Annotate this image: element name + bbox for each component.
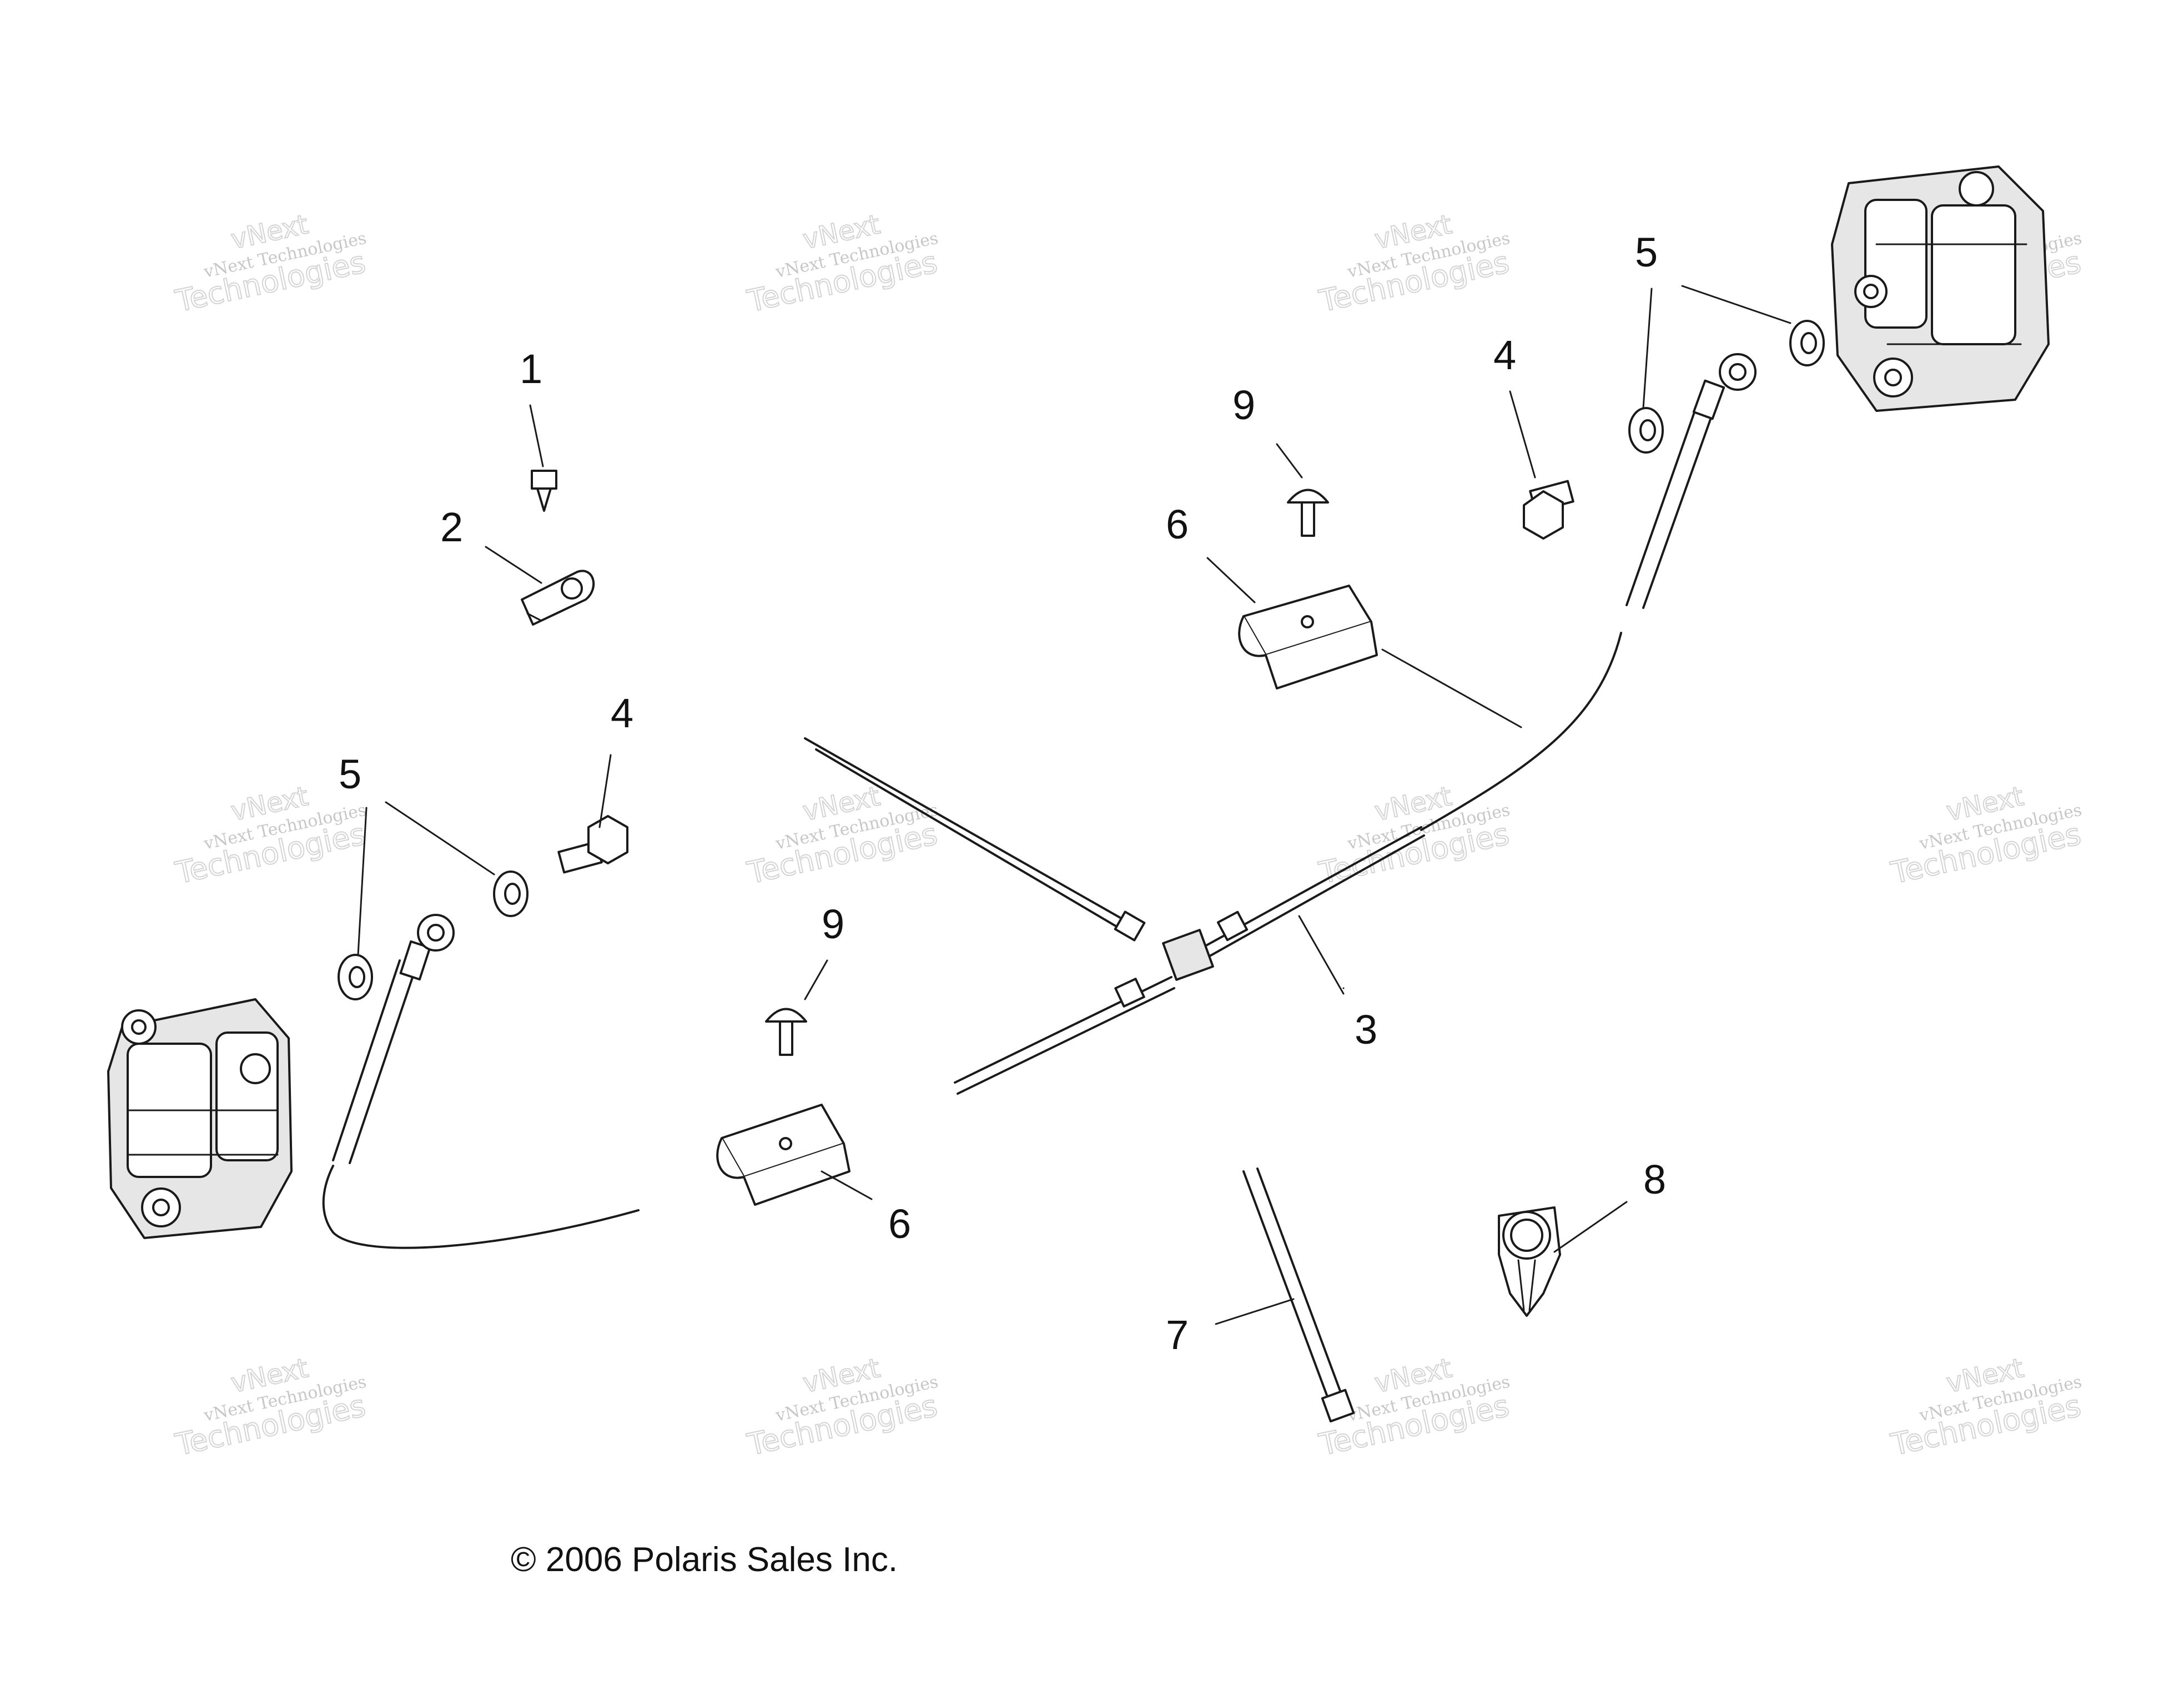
- callout-6: 6: [1166, 501, 1189, 547]
- leader-lines: [357, 285, 1792, 1325]
- hose-ferrule: [399, 940, 431, 981]
- callout-4: 4: [1493, 332, 1516, 378]
- cable-tie: [1242, 1167, 1355, 1423]
- callouts: 1 2 3 4 4 5 5 6 6 7 8 9 9: [339, 229, 1666, 1358]
- callout-8: 8: [1643, 1156, 1666, 1202]
- banjo-fitting: [1719, 353, 1757, 391]
- callout-7: 7: [1166, 1312, 1189, 1358]
- ferrule: [1114, 910, 1146, 942]
- watermark: vNext vNext Technologies Technologies: [743, 1352, 940, 1463]
- callout-9: 9: [822, 901, 844, 947]
- watermark: vNext vNext Technologies Technologies: [743, 780, 940, 891]
- ferrule: [1216, 910, 1249, 942]
- brake-caliper-left: [107, 998, 293, 1239]
- hose-ferrule: [1692, 379, 1725, 420]
- callout-1: 1: [520, 346, 542, 392]
- tee-fitting: [1162, 929, 1214, 981]
- bracket-lower: [716, 1104, 851, 1206]
- banjo-bolt-upper: [1523, 480, 1574, 540]
- callout-3: 3: [1355, 1007, 1377, 1053]
- washer: [1628, 407, 1664, 454]
- screw-lower: [765, 1008, 807, 1056]
- watermark: vNext vNext Technologies Technologies: [172, 1352, 369, 1463]
- copyright-text: © 2006 Polaris Sales Inc.: [511, 1541, 898, 1579]
- watermark: vNext vNext Technologies Technologies: [743, 208, 940, 319]
- callout-4: 4: [611, 690, 633, 736]
- screw-top-left: [531, 470, 557, 512]
- washer: [493, 870, 529, 917]
- callout-6: 6: [888, 1201, 911, 1247]
- washer: [1789, 320, 1825, 366]
- watermark-layer: vNext vNext Technologies Technologies vN…: [172, 208, 2084, 1463]
- watermark: vNext vNext Technologies Technologies: [1887, 1352, 2084, 1463]
- brake-caliper-right: [1831, 165, 2050, 412]
- bracket-upper: [1238, 585, 1378, 690]
- callout-2: 2: [440, 504, 463, 550]
- watermark: vNext vNext Technologies Technologies: [1315, 208, 1512, 319]
- callout-5: 5: [1635, 229, 1658, 275]
- screw-upper: [1287, 489, 1329, 537]
- watermark: vNext vNext Technologies Technologies: [1887, 780, 2084, 891]
- brake-line-assembly: [322, 353, 1757, 1249]
- connector: [1498, 1206, 1561, 1317]
- watermark: vNext vNext Technologies Technologies: [172, 208, 369, 319]
- banjo-fitting: [417, 914, 455, 952]
- clip: [521, 570, 595, 626]
- ferrule: [1114, 978, 1145, 1008]
- callout-9: 9: [1232, 382, 1255, 428]
- washer: [338, 954, 373, 1000]
- callout-5: 5: [339, 751, 361, 797]
- banjo-bolt-lower: [557, 815, 628, 874]
